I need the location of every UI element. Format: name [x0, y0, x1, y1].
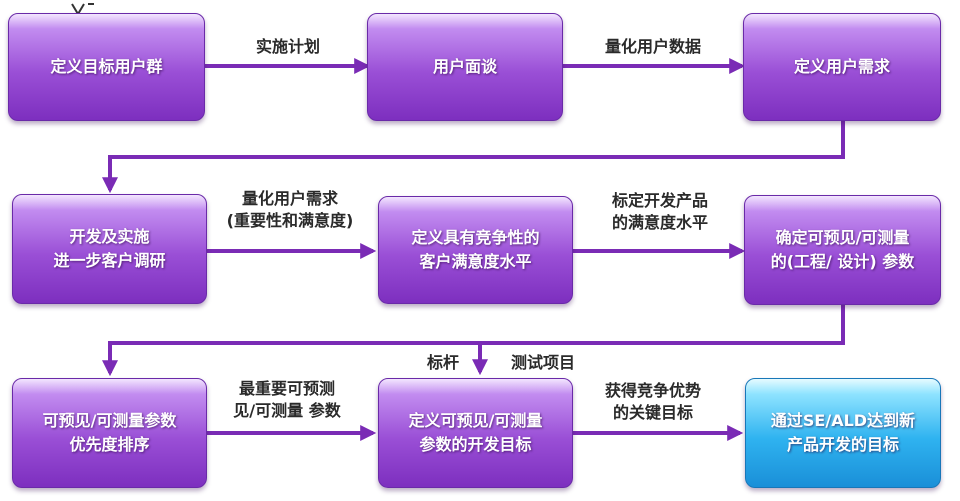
box-define-user-needs-text: 定义用户需求 [793, 57, 890, 76]
box-parameter-targets-text: 定义可预见/可测量 参数的开发目标 [408, 411, 543, 454]
box-parameter-priority: 可预见/可测量参数 优先度排序 [12, 378, 207, 488]
label-implementation-plan: 实施计划 [255, 37, 320, 56]
label-calibrate-satisfaction: 标定开发产品 的满意度水平 [611, 191, 708, 232]
box-development-goal: 通过SE/ALD达到新 产品开发的目标 [745, 378, 941, 488]
box-define-target-users: 定义目标用户群 [8, 13, 205, 121]
label-key-measurable-params: 最重要可预测 见/可测量 参数 [233, 379, 341, 420]
box-define-user-needs: 定义用户需求 [743, 13, 941, 121]
label-quantify-user-needs: 量化用户需求 (重要性和满意度) [226, 189, 354, 230]
box-engineering-parameters: 确定可预见/可测量 的(工程/ 设计) 参数 [744, 195, 941, 305]
arrow-b3-b4 [102, 121, 845, 194]
box-user-interview-text: 用户面谈 [432, 57, 497, 76]
box-parameter-targets: 定义可预见/可测量 参数的开发目标 [378, 378, 573, 488]
box-competitive-satisfaction-text: 定义具有竞争性的 客户满意度水平 [411, 228, 540, 271]
arrow-b6-b7 [102, 305, 845, 377]
label-test-items: 测试项目 [510, 353, 575, 372]
box-parameter-priority-text: 可预见/可测量参数 优先度排序 [42, 411, 177, 454]
box-define-target-users-text: 定义目标用户群 [50, 57, 163, 76]
box-user-interview: 用户面谈 [367, 13, 563, 121]
box-competitive-satisfaction: 定义具有竞争性的 客户满意度水平 [378, 196, 573, 304]
label-competitive-advantage: 获得竞争优势 的关键目标 [604, 381, 701, 422]
box-engineering-parameters-text: 确定可预见/可测量 的(工程/ 设计) 参数 [770, 228, 915, 271]
box-development-goal-text: 通过SE/ALD达到新 产品开发的目标 [770, 411, 916, 454]
label-quantify-user-data: 量化用户数据 [604, 37, 701, 56]
label-benchmark: 标杆 [426, 353, 459, 372]
box-further-research-text: 开发及实施 进一步客户调研 [53, 227, 166, 270]
box-further-research: 开发及实施 进一步客户调研 [12, 194, 207, 304]
